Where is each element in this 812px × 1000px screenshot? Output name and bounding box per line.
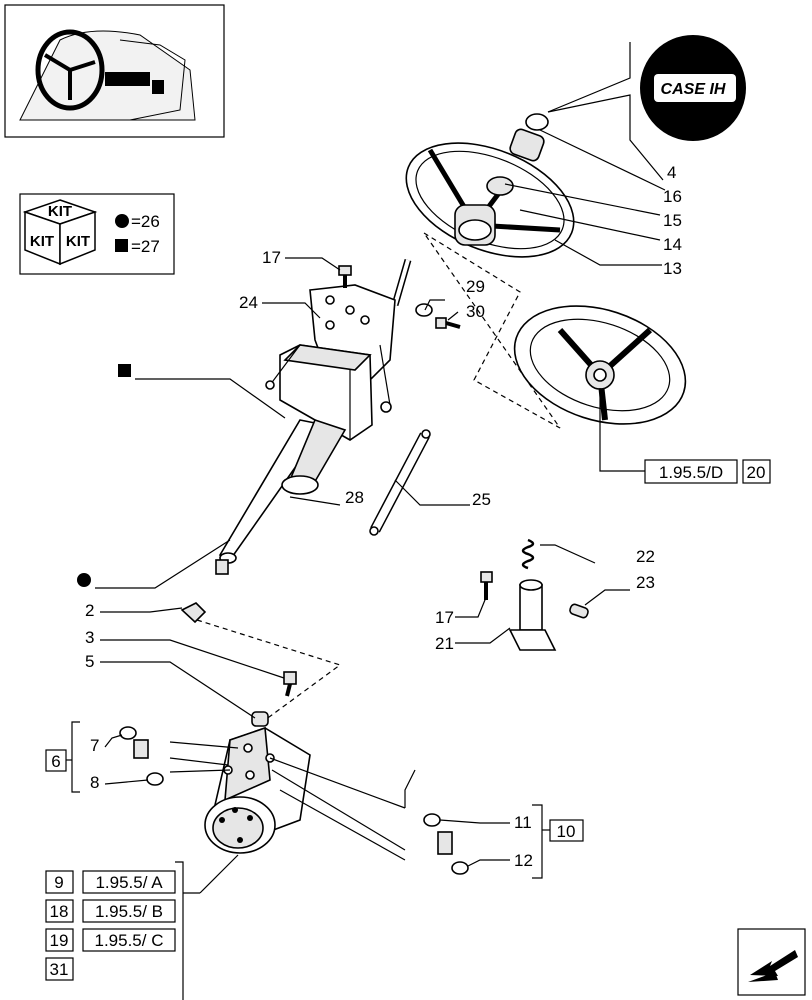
kit-square-equation: =27 [131,237,160,256]
ref-195b-label: 1.95.5/ B [95,902,163,921]
ref-box-10[interactable] [549,819,584,842]
callout-7: 7 [90,736,99,755]
callout-22: 22 [636,547,655,566]
callout-17-top: 17 [262,248,281,267]
kit-left-label: KIT [30,233,54,250]
filled-circle-icon [77,573,91,587]
filled-circle-icon [115,214,129,228]
ref-19-label: 19 [50,931,69,950]
ref-box-20[interactable] [742,459,771,484]
ref-195d-label: 1.95.5/D [659,463,723,482]
kit-cube-icon: KIT KIT KIT [22,199,98,266]
clip-part-2[interactable] [180,602,207,624]
fitting-part-7[interactable] [119,726,149,759]
callout-2: 2 [85,601,94,620]
ref-31-label: 31 [50,960,69,979]
callout-5: 5 [85,652,94,671]
kit-circle-equation: =26 [131,212,160,231]
oring-part-8[interactable] [146,772,164,786]
ref-box-18[interactable] [45,899,74,923]
callout-24: 24 [239,293,258,312]
callout-8: 8 [90,773,99,792]
bolt-part-30[interactable] [435,317,461,329]
ref-18-label: 18 [50,902,69,921]
tractor-cab-thumbnail-icon[interactable] [4,4,225,138]
logo-text: CASE IH [661,81,726,98]
ref-box-195a[interactable] [82,870,176,894]
gas-spring-part-25[interactable] [369,429,431,536]
ref-box-9[interactable] [45,870,74,894]
steering-column-assembly[interactable] [215,259,412,575]
washer-part-5[interactable] [251,711,269,727]
fitting-part-12[interactable] [437,831,469,875]
callout-23: 23 [636,573,655,592]
kit-legend: KIT KIT KIT =26 =27 [19,193,175,275]
ref-9-label: 9 [54,873,63,892]
ref-box-195c[interactable] [82,928,176,952]
callout-11: 11 [514,813,532,832]
callout-3: 3 [85,628,94,647]
filled-square-icon [118,364,131,377]
callout-30: 30 [466,302,485,321]
ref-20-label: 20 [747,463,766,482]
callout-16: 16 [663,187,682,206]
next-page-arrow-icon[interactable] [737,928,806,996]
washer-part-11[interactable] [423,813,441,827]
bolt-part-17-top[interactable] [338,265,352,288]
callout-4: 4 [667,163,676,182]
ref-195a-label: 1.95.5/ A [95,873,163,892]
nut-part-16[interactable] [508,128,545,163]
steering-valve-unit[interactable] [204,726,311,854]
emblem-part-4[interactable] [525,113,549,131]
ref-box-19[interactable] [45,928,74,952]
pin-part-23[interactable] [569,603,589,619]
callout-13: 13 [663,259,682,278]
filled-square-icon [115,239,128,252]
spring-part-22[interactable] [521,538,535,570]
ref-195c-label: 1.95.5/ C [95,931,164,950]
washer-part-29[interactable] [415,303,433,317]
ref-10-label: 10 [557,822,576,841]
kit-right-label: KIT [66,233,90,250]
ref-box-195d[interactable] [644,459,738,484]
steering-wheel-part-13[interactable] [390,121,591,280]
bolt-part-3[interactable] [283,671,297,697]
callout-28: 28 [345,488,364,507]
callout-12: 12 [514,851,533,870]
case-ih-logo: CASE IH [640,35,746,141]
callout-29: 29 [466,277,485,296]
ref-box-31[interactable] [45,957,74,981]
steering-wheel-alt-part-20[interactable] [499,285,700,444]
ref-6-label: 6 [51,752,60,771]
callout-15: 15 [663,211,682,230]
callout-14: 14 [663,235,682,254]
bracket-part-21[interactable] [508,579,557,651]
ref-box-195b[interactable] [82,899,176,923]
hub-cap-part-15[interactable] [486,176,514,196]
kit-top-label: KIT [48,203,72,220]
callout-21: 21 [435,634,454,653]
callout-25: 25 [472,490,491,509]
ref-box-6[interactable] [45,749,67,772]
callout-17-lower: 17 [435,608,454,627]
